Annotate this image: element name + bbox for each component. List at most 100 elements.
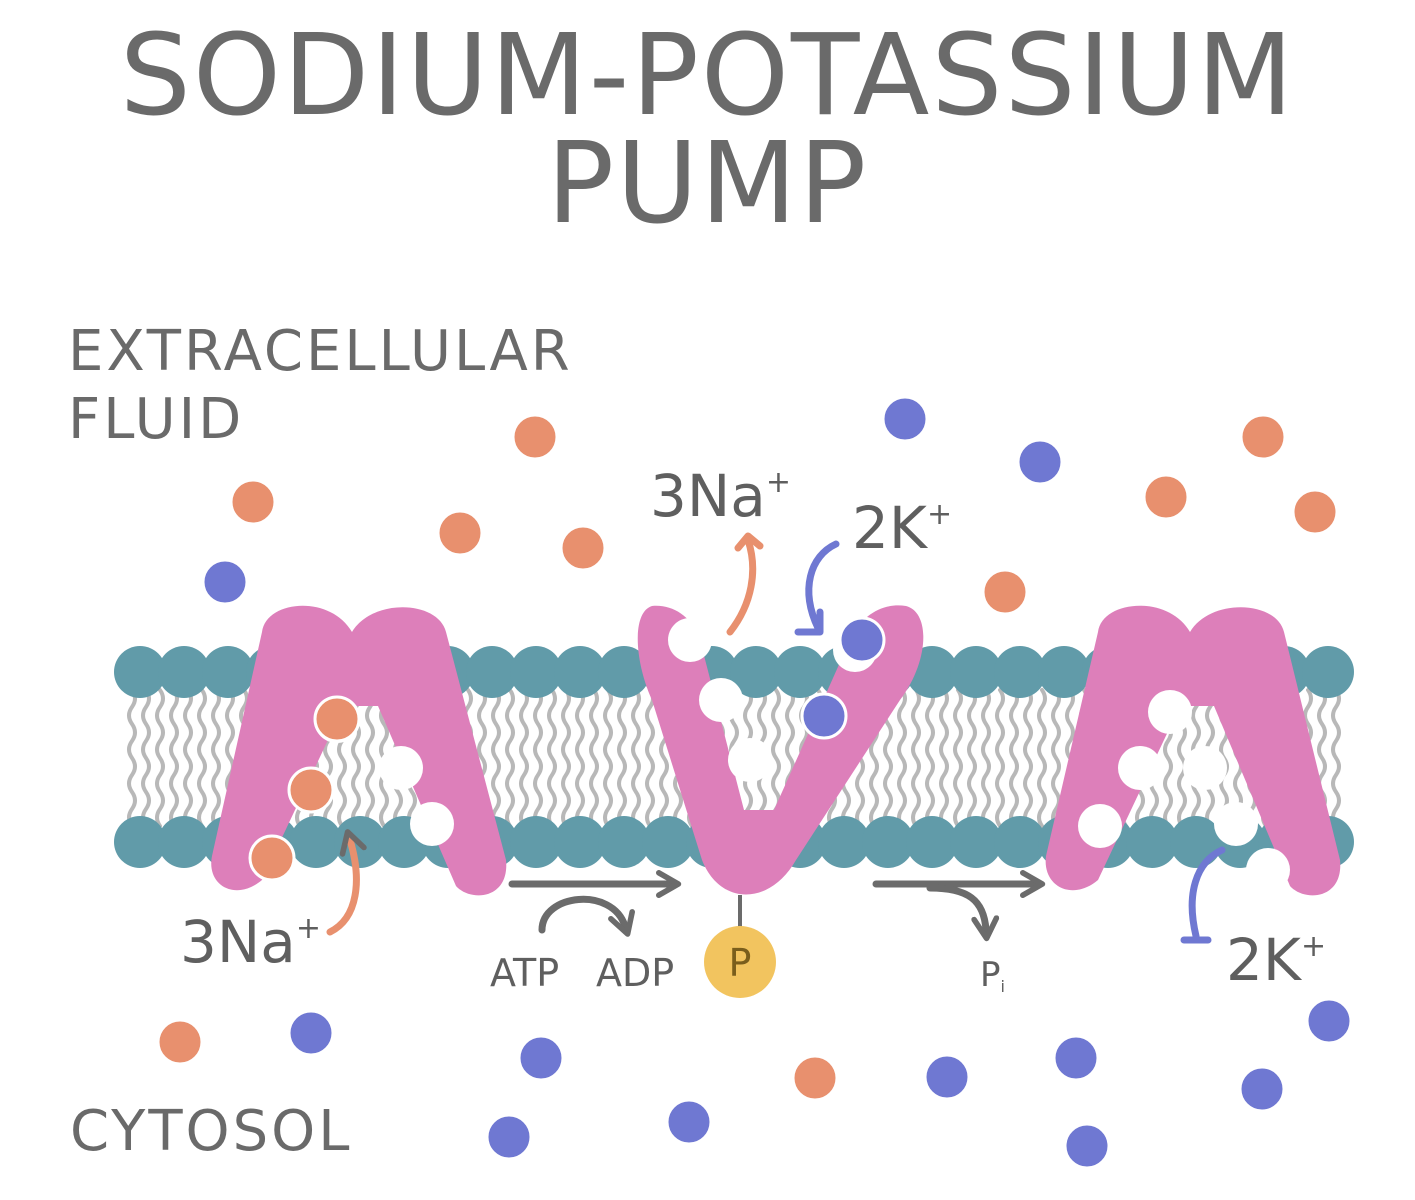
lipid-tail <box>141 688 151 828</box>
lipid-tail <box>505 688 515 828</box>
lipid-tail <box>547 688 557 828</box>
title-line-2: PUMP <box>546 119 869 249</box>
phospholipid-head <box>290 816 342 868</box>
phospholipid-head <box>598 816 650 868</box>
lipid-tail <box>169 688 179 828</box>
inorganic-phosphate-label: Pi <box>980 955 1005 996</box>
potassium-ion <box>287 1009 335 1057</box>
phospholipid-head <box>950 646 1002 698</box>
lipid-tail <box>897 688 907 828</box>
lipid-tail <box>1023 688 1033 828</box>
lipid-tail <box>183 688 193 828</box>
potassium-in-label: 2K+ <box>852 494 952 562</box>
phospholipid-head <box>510 646 562 698</box>
adp-label: ADP <box>596 951 674 995</box>
sodium-entry-arrow <box>326 829 367 936</box>
extracellular-fluid-label: EXTRACELLULAR FLUID <box>68 318 573 455</box>
potassium-ion <box>665 1098 713 1146</box>
potassium-ion <box>1238 1065 1286 1113</box>
phospholipid-head <box>862 816 914 868</box>
sodium-ion <box>791 1054 839 1102</box>
phospholipid-head <box>994 816 1046 868</box>
potassium-ion <box>1305 997 1353 1045</box>
lipid-tail <box>365 688 375 828</box>
sodium-ion <box>559 524 607 572</box>
phospholipid-head <box>554 646 606 698</box>
sodium-ion <box>229 478 277 526</box>
phospholipid-head <box>730 646 782 698</box>
phosphate-release-arrow <box>872 870 1046 942</box>
sodium-ion <box>1239 413 1287 461</box>
phospholipid-head <box>1038 646 1090 698</box>
extracellular-label-line-2: FLUID <box>68 387 245 453</box>
potassium-ion <box>485 1113 533 1161</box>
lipid-tail <box>603 688 613 828</box>
phospholipid-head <box>598 646 650 698</box>
lipid-tail <box>995 688 1005 828</box>
phospholipid-head <box>158 646 210 698</box>
phospholipid-head <box>994 646 1046 698</box>
sodium-ion <box>248 834 296 882</box>
lipid-tail <box>491 688 501 828</box>
lipid-tail <box>953 688 963 828</box>
potassium-ion <box>838 616 886 664</box>
lipid-tail <box>211 688 221 828</box>
lipid-tail <box>967 688 977 828</box>
atp-label: ATP <box>490 951 559 995</box>
potassium-entry-arrowhead <box>794 608 824 636</box>
sodium-ion <box>156 1018 204 1066</box>
phospholipid-head <box>202 646 254 698</box>
sodium-exit-arrow <box>726 536 757 636</box>
lipid-tail <box>533 688 543 828</box>
phospholipid-head <box>906 816 958 868</box>
lipid-tail <box>1009 688 1019 828</box>
lipid-tail <box>925 688 935 828</box>
lipid-tail <box>981 688 991 828</box>
phospholipid-head <box>554 816 606 868</box>
sodium-ion <box>313 695 361 743</box>
phospholipid-head <box>642 816 694 868</box>
phospholipid-head <box>774 646 826 698</box>
cytosol-label: CYTOSOL <box>70 1099 353 1164</box>
potassium-ion <box>800 692 848 740</box>
phospholipid-head <box>466 646 518 698</box>
potassium-ion <box>517 1034 565 1082</box>
sodium-cytosol-label: 3Na+ <box>180 908 321 976</box>
sodium-ion <box>1142 473 1190 521</box>
potassium-ion <box>201 558 249 606</box>
potassium-cytosol-label: 2K+ <box>1226 926 1326 994</box>
lipid-tail <box>1331 688 1341 828</box>
lipid-tail <box>589 688 599 828</box>
lipid-tail <box>631 688 641 828</box>
phospholipid-head <box>818 816 870 868</box>
potassium-ion <box>923 1053 971 1101</box>
extracellular-label-line-1: EXTRACELLULAR <box>68 319 573 384</box>
phospholipid-head <box>114 816 166 868</box>
phosphate-label: P <box>729 941 752 985</box>
phospholipid-head <box>510 816 562 868</box>
sodium-exit-arrowhead <box>734 532 764 552</box>
phospholipid-head <box>1302 646 1354 698</box>
pump-reset <box>1045 605 1341 896</box>
phospholipid-head <box>114 646 166 698</box>
lipid-tail <box>127 688 137 828</box>
lipid-tail <box>561 688 571 828</box>
sodium-ion <box>436 509 484 557</box>
potassium-ion <box>1016 438 1064 486</box>
lipid-tail <box>519 688 529 828</box>
potassium-release-arrow <box>1188 846 1226 940</box>
sodium-ion <box>981 568 1029 616</box>
sodium-ion <box>287 766 335 814</box>
lipid-tail <box>197 688 207 828</box>
lipid-tail <box>155 688 165 828</box>
phospholipid-head <box>158 816 210 868</box>
sodium-ion <box>511 413 559 461</box>
atp-hydrolysis-arrow <box>508 870 682 937</box>
phospholipid-head <box>1126 816 1178 868</box>
lipid-tail <box>617 688 627 828</box>
lipid-tail <box>911 688 921 828</box>
phospholipid-head <box>950 816 1002 868</box>
lipid-tail <box>645 688 655 828</box>
lipid-tail <box>1037 688 1047 828</box>
